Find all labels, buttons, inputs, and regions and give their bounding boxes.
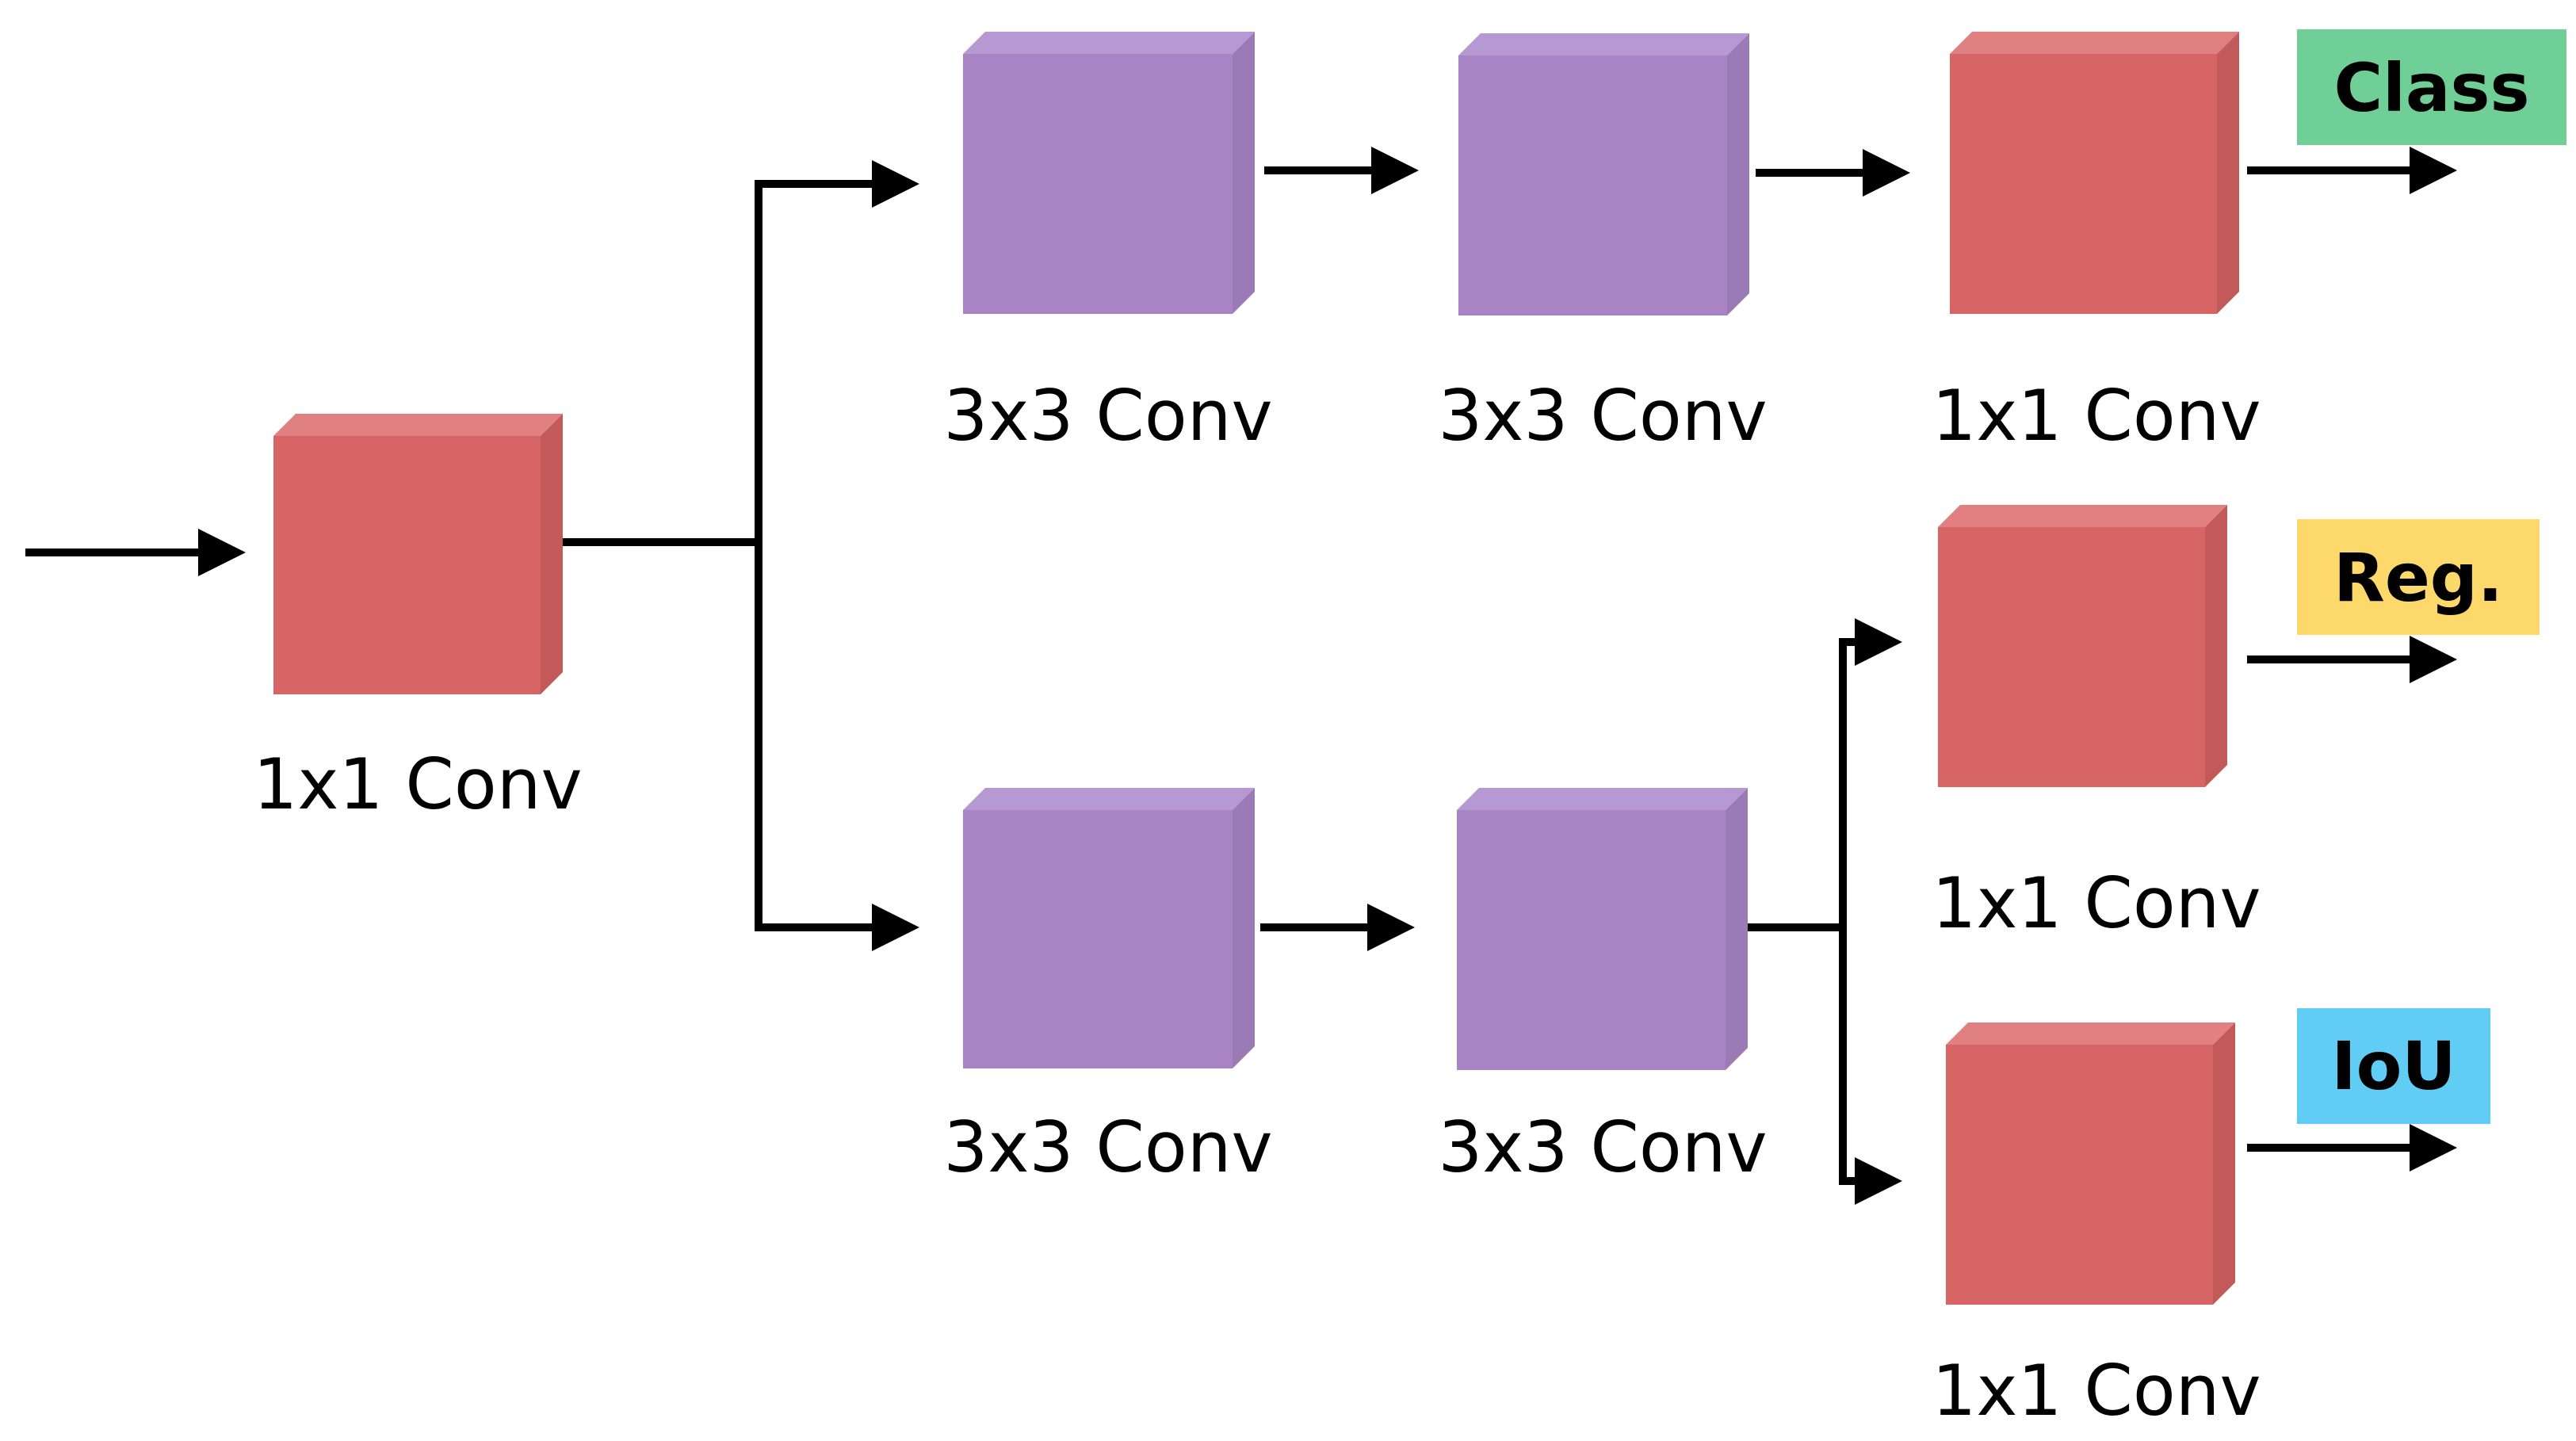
block-reg-conv-2-front: [1457, 810, 1726, 1070]
block-reg-conv-1-front: [963, 810, 1233, 1068]
block-reg-conv-1-side: [1233, 788, 1255, 1068]
block-cls-conv-1-side: [1233, 32, 1255, 314]
split-to-reg-pred-arrow: [1839, 618, 1902, 927]
output-tag-iou-text: IoU: [2331, 1027, 2456, 1105]
output-tag-class-text: Class: [2333, 49, 2529, 127]
block-iou-pred-front: [1946, 1045, 2213, 1305]
block-stem-top: [273, 414, 563, 436]
block-reg-pred-label: 1x1 Conv: [1932, 862, 2261, 944]
output-tag-class-box: [2297, 29, 2566, 145]
block-cls-conv-2-front: [1458, 55, 1727, 315]
block-cls-pred-side: [2217, 32, 2239, 314]
block-iou-pred-label: 1x1 Conv: [1932, 1350, 2261, 1431]
block-cls-conv-1: 3x3 Conv: [943, 32, 1273, 457]
output-tag-iou: IoU: [2297, 1008, 2490, 1124]
output-tag-reg: Reg.: [2297, 519, 2540, 635]
block-stem-label: 1x1 Conv: [253, 743, 582, 825]
split-to-iou-pred-arrow: [1839, 927, 1902, 1205]
block-reg-conv-1-top: [963, 788, 1255, 810]
block-reg-conv-2-top: [1457, 788, 1748, 810]
block-reg-pred: 1x1 Conv: [1932, 505, 2261, 944]
block-iou-pred-side: [2213, 1022, 2235, 1305]
output-tag-reg-text: Reg.: [2333, 539, 2503, 617]
block-iou-pred-top: [1946, 1022, 2235, 1045]
block-reg-conv-1: 3x3 Conv: [943, 788, 1273, 1188]
block-cls-conv-1-top: [963, 32, 1255, 54]
block-reg-conv-2-side: [1726, 788, 1748, 1070]
block-cls-pred: 1x1 Conv: [1932, 32, 2261, 457]
block-cls-conv-2: 3x3 Conv: [1438, 33, 1768, 457]
output-tag-iou-box: [2297, 1008, 2490, 1124]
split-to-cls-arrow: [755, 160, 919, 542]
block-reg-pred-front: [1938, 527, 2205, 787]
block-stem-front: [273, 436, 541, 694]
block-cls-conv-2-label: 3x3 Conv: [1438, 375, 1767, 457]
connectors: [25, 147, 2457, 1205]
block-cls-pred-top: [1950, 32, 2239, 54]
block-reg-conv-1-label: 3x3 Conv: [943, 1107, 1272, 1188]
block-stem-side: [541, 414, 563, 694]
block-cls-conv-1-label: 3x3 Conv: [943, 375, 1272, 457]
block-cls-conv-1-front: [963, 54, 1233, 314]
block-reg-pred-top: [1938, 505, 2227, 527]
split-to-reg-arrow: [755, 542, 919, 951]
block-cls-conv-2-side: [1727, 33, 1749, 315]
block-reg-conv-2-label: 3x3 Conv: [1438, 1107, 1767, 1188]
output-tag-reg-box: [2297, 519, 2540, 635]
block-reg-pred-side: [2205, 505, 2227, 787]
output-tag-class: Class: [2297, 29, 2566, 145]
block-iou-pred: 1x1 Conv: [1932, 1022, 2261, 1431]
block-reg-conv-2: 3x3 Conv: [1438, 788, 1768, 1188]
block-cls-pred-label: 1x1 Conv: [1932, 375, 2261, 457]
block-cls-pred-front: [1950, 54, 2217, 314]
block-stem: 1x1 Conv: [253, 414, 583, 825]
block-cls-conv-2-top: [1458, 33, 1749, 55]
